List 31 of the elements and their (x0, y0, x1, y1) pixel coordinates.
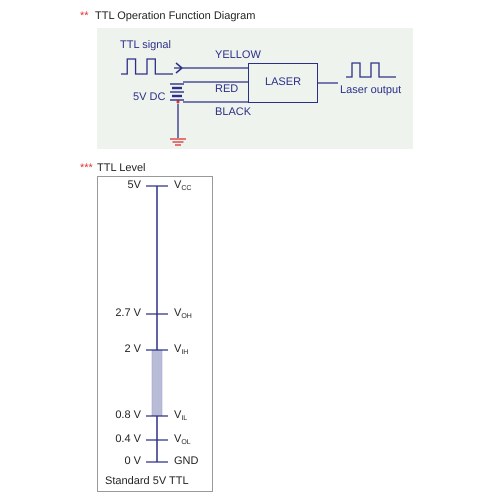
voltage-label: 0.4 V (115, 434, 141, 445)
section-heading: TTL Level (97, 163, 146, 174)
diagram-title: TTL Operation Function Diagram (95, 11, 256, 22)
output-label: Laser output (340, 85, 402, 96)
signal-label: TTL signal (120, 40, 171, 51)
box-label: LASER (264, 77, 302, 88)
voltage-label: 2 V (124, 344, 141, 355)
wire (318, 82, 338, 84)
footnote-mark: *** (80, 163, 93, 174)
scale-caption: Standard 5V TTL (105, 476, 189, 487)
voltage-label: 2.7 V (115, 308, 141, 319)
level-label: V$_{CC}$ (174, 180, 192, 192)
wire-label: BLACK (215, 107, 252, 118)
signal-source (118, 40, 174, 76)
wire (174, 62, 248, 74)
wire (183, 101, 248, 103)
wire-label: RED (215, 84, 238, 95)
wire (177, 104, 179, 138)
level-label: V$_{IL}$ (174, 410, 188, 422)
laser-box (248, 63, 318, 103)
level-label: V$_{OH}$ (174, 308, 192, 320)
wire-label: YELLOW (215, 50, 261, 61)
level-label: V$_{IH}$ (174, 344, 188, 356)
voltage-label: 0 V (124, 456, 141, 467)
battery-label: 5V DC (133, 92, 166, 103)
footnote-mark: ** (80, 11, 89, 22)
voltage-label: 5V (128, 180, 141, 191)
level-label: V$_{OL}$ (174, 434, 191, 446)
wire (183, 81, 248, 83)
level-label: GND (174, 456, 198, 467)
voltage-label: 0.8 V (115, 410, 141, 421)
